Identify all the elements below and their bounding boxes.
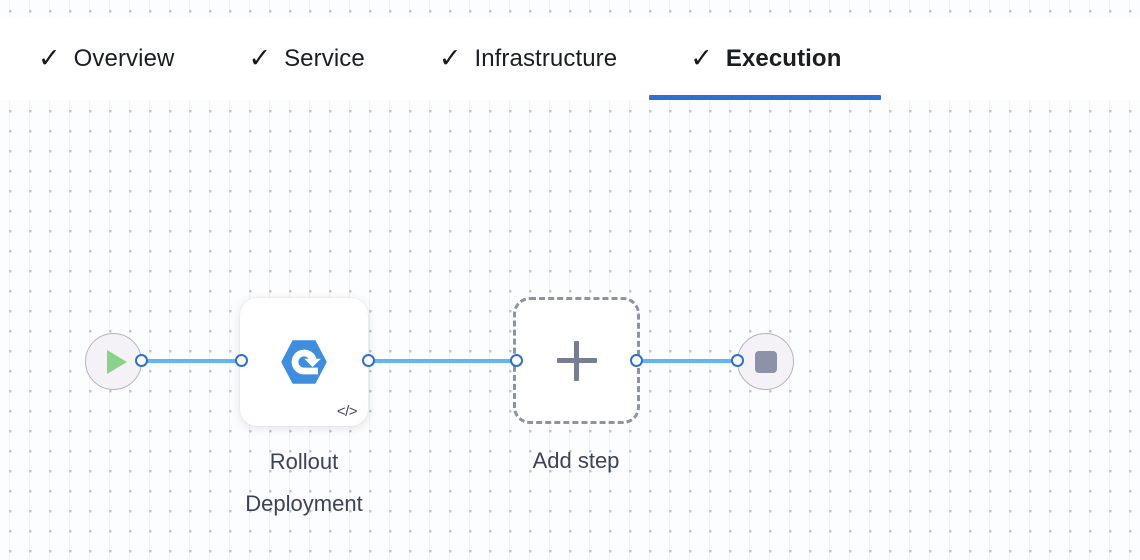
step-node-label: Rollout Deployment <box>245 449 363 516</box>
edge-start-to-rollout[interactable] <box>139 359 243 363</box>
tab-infrastructure-label: Infrastructure <box>474 44 618 72</box>
rollout-deployment-icon <box>281 340 327 384</box>
edge-add-step-to-end[interactable] <box>636 359 740 363</box>
tab-execution[interactable]: ✓ Execution <box>649 17 882 100</box>
tab-overview[interactable]: ✓ Overview <box>0 17 208 100</box>
tab-service[interactable]: ✓ Service <box>208 17 398 100</box>
port-end-input[interactable] <box>731 354 744 367</box>
check-icon: ✓ <box>38 43 61 73</box>
tab-overview-label: Overview <box>73 44 175 72</box>
tab-infrastructure[interactable]: ✓ Infrastructure <box>399 17 649 100</box>
pipeline-header: ✓ Overview ✓ Service ✓ Infrastructure ✓ … <box>0 17 1140 100</box>
port-rollout-input[interactable] <box>235 354 248 367</box>
port-add-step-output[interactable] <box>630 354 643 367</box>
play-icon <box>106 349 127 374</box>
tab-service-label: Service <box>284 44 365 72</box>
add-step-label: Add step <box>532 448 620 473</box>
port-add-step-input[interactable] <box>510 354 523 367</box>
code-icon: </> <box>336 403 358 420</box>
stage-tabs: ✓ Overview ✓ Service ✓ Infrastructure ✓ … <box>0 17 1140 100</box>
check-icon: ✓ <box>248 43 272 73</box>
plus-icon <box>556 340 597 381</box>
start-node[interactable] <box>85 333 142 390</box>
end-node[interactable] <box>737 333 794 390</box>
port-rollout-output[interactable] <box>362 354 375 367</box>
step-node-rollout-deployment[interactable]: </> <box>240 298 368 426</box>
tab-execution-label: Execution <box>725 44 842 72</box>
stop-icon <box>754 350 777 373</box>
check-icon: ✓ <box>690 43 713 73</box>
port-start-output[interactable] <box>135 354 148 367</box>
check-icon: ✓ <box>438 43 462 73</box>
edge-rollout-to-add-step[interactable] <box>366 359 518 363</box>
add-step-node[interactable] <box>513 297 640 424</box>
